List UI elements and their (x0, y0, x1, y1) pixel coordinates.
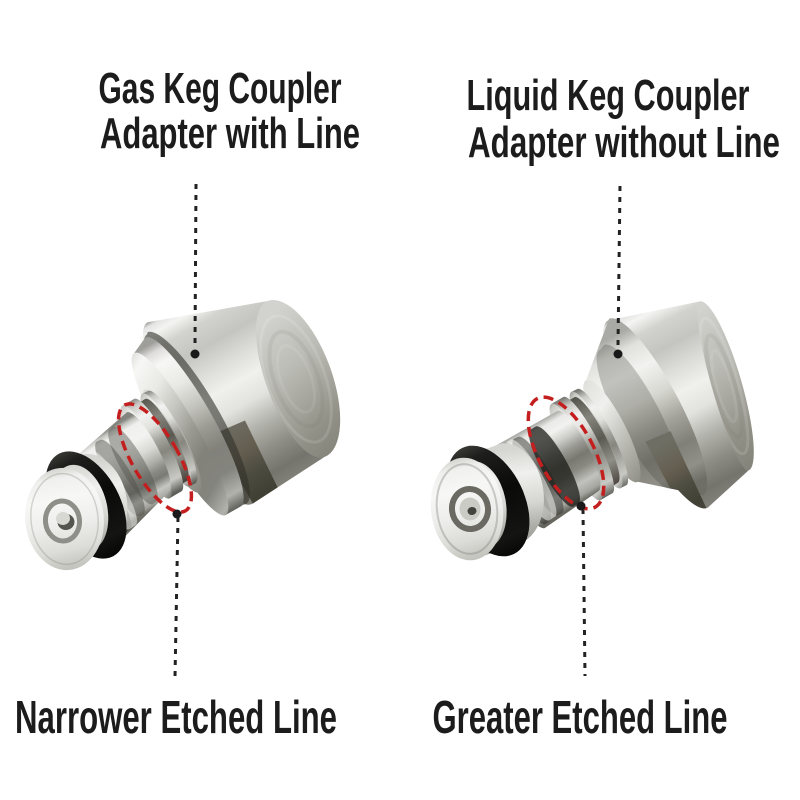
svg-text:Adapter with Line: Adapter with Line (100, 109, 360, 158)
svg-text:Narrower Etched Line: Narrower Etched Line (15, 691, 337, 743)
svg-text:Gas Keg Coupler: Gas Keg Coupler (99, 64, 342, 113)
svg-text:Liquid Keg Coupler: Liquid Keg Coupler (467, 71, 750, 120)
svg-text:Greater Etched Line: Greater Etched Line (433, 691, 728, 743)
svg-text:Adapter without Line: Adapter without Line (468, 118, 780, 167)
